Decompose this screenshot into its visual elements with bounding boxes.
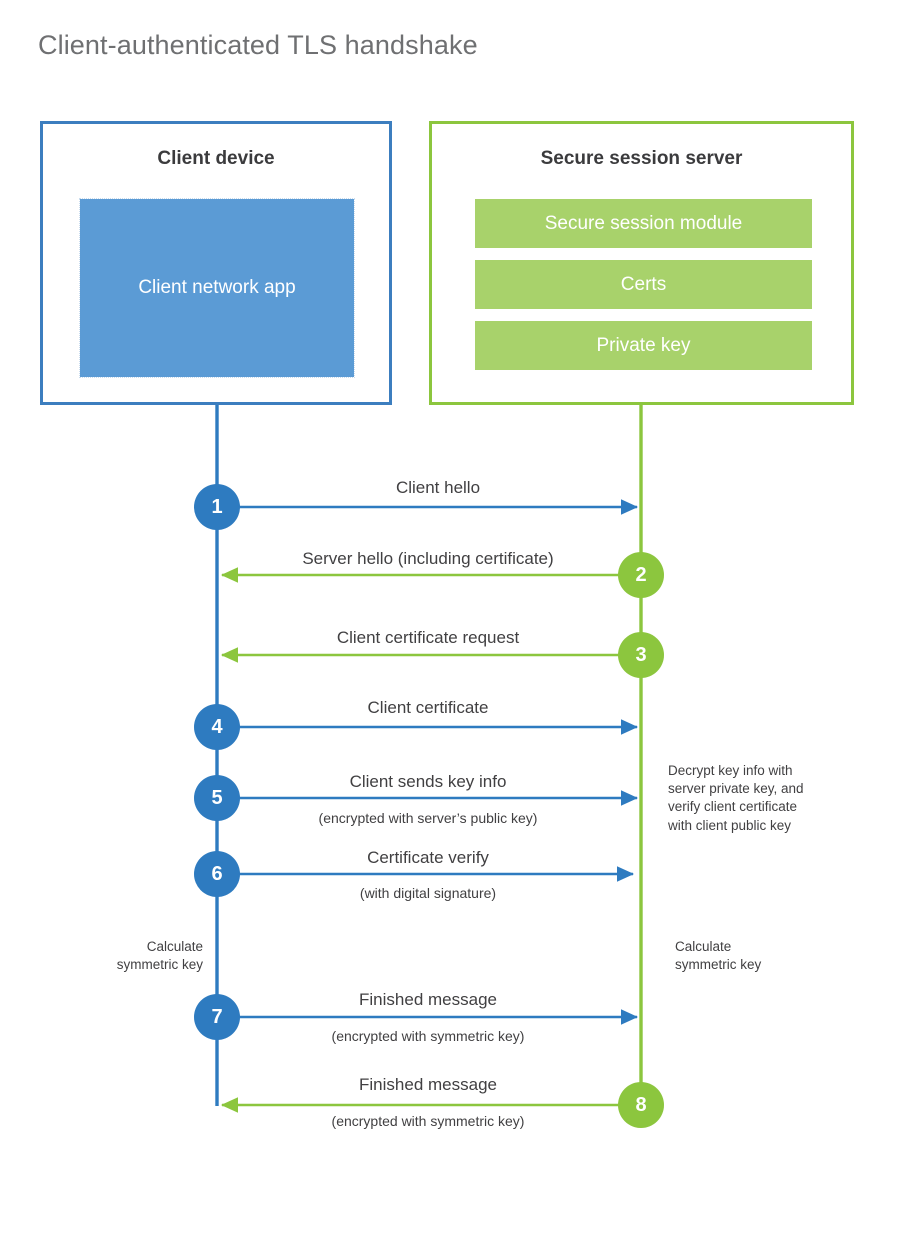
message-label-6: Certificate verify <box>367 848 489 867</box>
annotation-client-calculate-line-1: Calculate <box>146 939 203 954</box>
message-sublabel-6: (with digital signature) <box>359 885 497 901</box>
step-marker-8[interactable]: 8 <box>618 1082 664 1128</box>
message-label-1: Client hello <box>395 478 481 497</box>
message-label-7: Finished message <box>359 990 497 1009</box>
message-label-5: Client sends key info <box>349 772 507 791</box>
message-label-3: Client certificate request <box>336 628 520 647</box>
message-sublabel-5: (encrypted with server’s public key) <box>318 810 538 826</box>
message-sublabel-8: (encrypted with symmetric key) <box>331 1113 525 1129</box>
annotation-client-calculate-symmetric-key: Calculate symmetric key <box>43 938 203 974</box>
message-label-2: Server hello (including certificate) <box>302 549 554 568</box>
server-component-stack: Secure session module Certs Private key <box>475 199 812 370</box>
participant-title-server: Secure session server <box>540 148 743 169</box>
step-marker-1[interactable]: 1 <box>194 484 240 530</box>
message-label-8: Finished message <box>359 1075 497 1094</box>
server-block-private-key: Private key <box>475 321 812 370</box>
annotation-server-decrypt-line-4: with client public key <box>668 817 792 833</box>
participant-box-client: Client device Client network app <box>40 121 392 405</box>
message-sublabel-7: (encrypted with symmetric key) <box>331 1028 525 1044</box>
annotation-server-calculate-symmetric-key: Calculate symmetric key <box>675 938 855 974</box>
annotation-server-decrypt: Decrypt key info with server private key… <box>668 762 848 835</box>
annotation-server-decrypt-line-3: verify client certificate <box>668 799 798 815</box>
step-marker-5[interactable]: 5 <box>194 775 240 821</box>
step-marker-3[interactable]: 3 <box>618 632 664 678</box>
annotation-server-calculate-line-2: symmetric key <box>675 957 762 973</box>
annotation-server-decrypt-line-1: Decrypt key info with <box>668 763 793 778</box>
annotation-server-decrypt-line-2: server private key, and <box>668 781 804 797</box>
server-block-secure-session-module: Secure session module <box>475 199 812 248</box>
step-marker-6[interactable]: 6 <box>194 851 240 897</box>
step-marker-4[interactable]: 4 <box>194 704 240 750</box>
participant-title-client: Client device <box>157 148 275 169</box>
page-title: Client-authenticated TLS handshake <box>38 30 478 60</box>
server-block-certs: Certs <box>475 260 812 309</box>
message-label-4: Client certificate <box>367 698 489 717</box>
annotation-client-calculate-line-2: symmetric key <box>116 957 203 973</box>
step-marker-7[interactable]: 7 <box>194 994 240 1040</box>
annotation-server-calculate-line-1: Calculate <box>675 939 732 954</box>
step-marker-2[interactable]: 2 <box>618 552 664 598</box>
participant-box-server: Secure session server Secure session mod… <box>429 121 854 405</box>
client-network-app-block: Client network app <box>79 198 355 378</box>
